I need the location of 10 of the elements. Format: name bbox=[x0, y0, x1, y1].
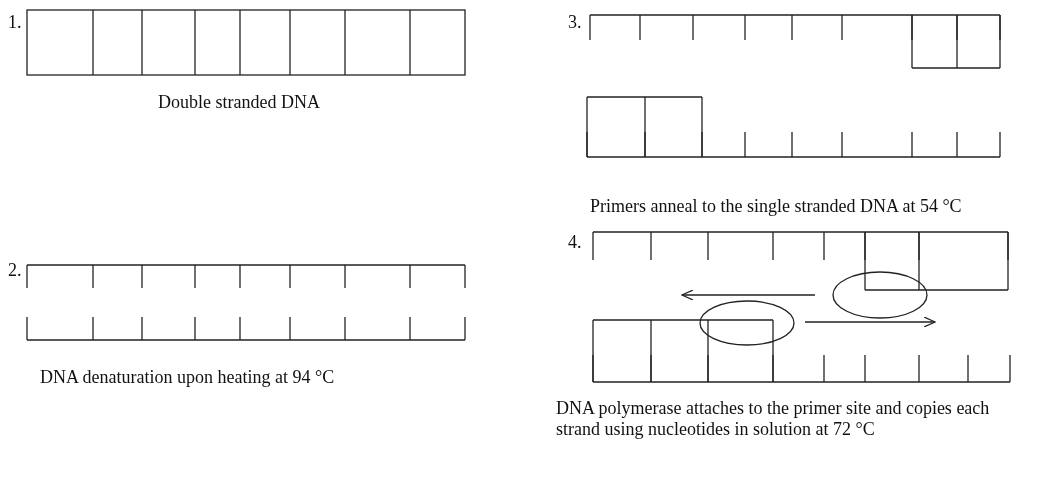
enzyme-ellipse bbox=[832, 271, 928, 319]
caption: DNA denaturation upon heating at 94 °C bbox=[40, 367, 335, 388]
caption: Double stranded DNA bbox=[158, 92, 320, 113]
step-number: 1. bbox=[8, 12, 22, 33]
step-number: 4. bbox=[568, 232, 582, 253]
enzyme-ellipse bbox=[699, 300, 795, 346]
step-number: 3. bbox=[568, 12, 582, 33]
caption: Primers anneal to the single stranded DNA at 54 °C bbox=[590, 196, 962, 217]
step-number: 2. bbox=[8, 260, 22, 281]
caption: DNA polymerase attaches to the primer site and copies each strand using nucleotides in solution at 72 °C bbox=[556, 398, 991, 440]
